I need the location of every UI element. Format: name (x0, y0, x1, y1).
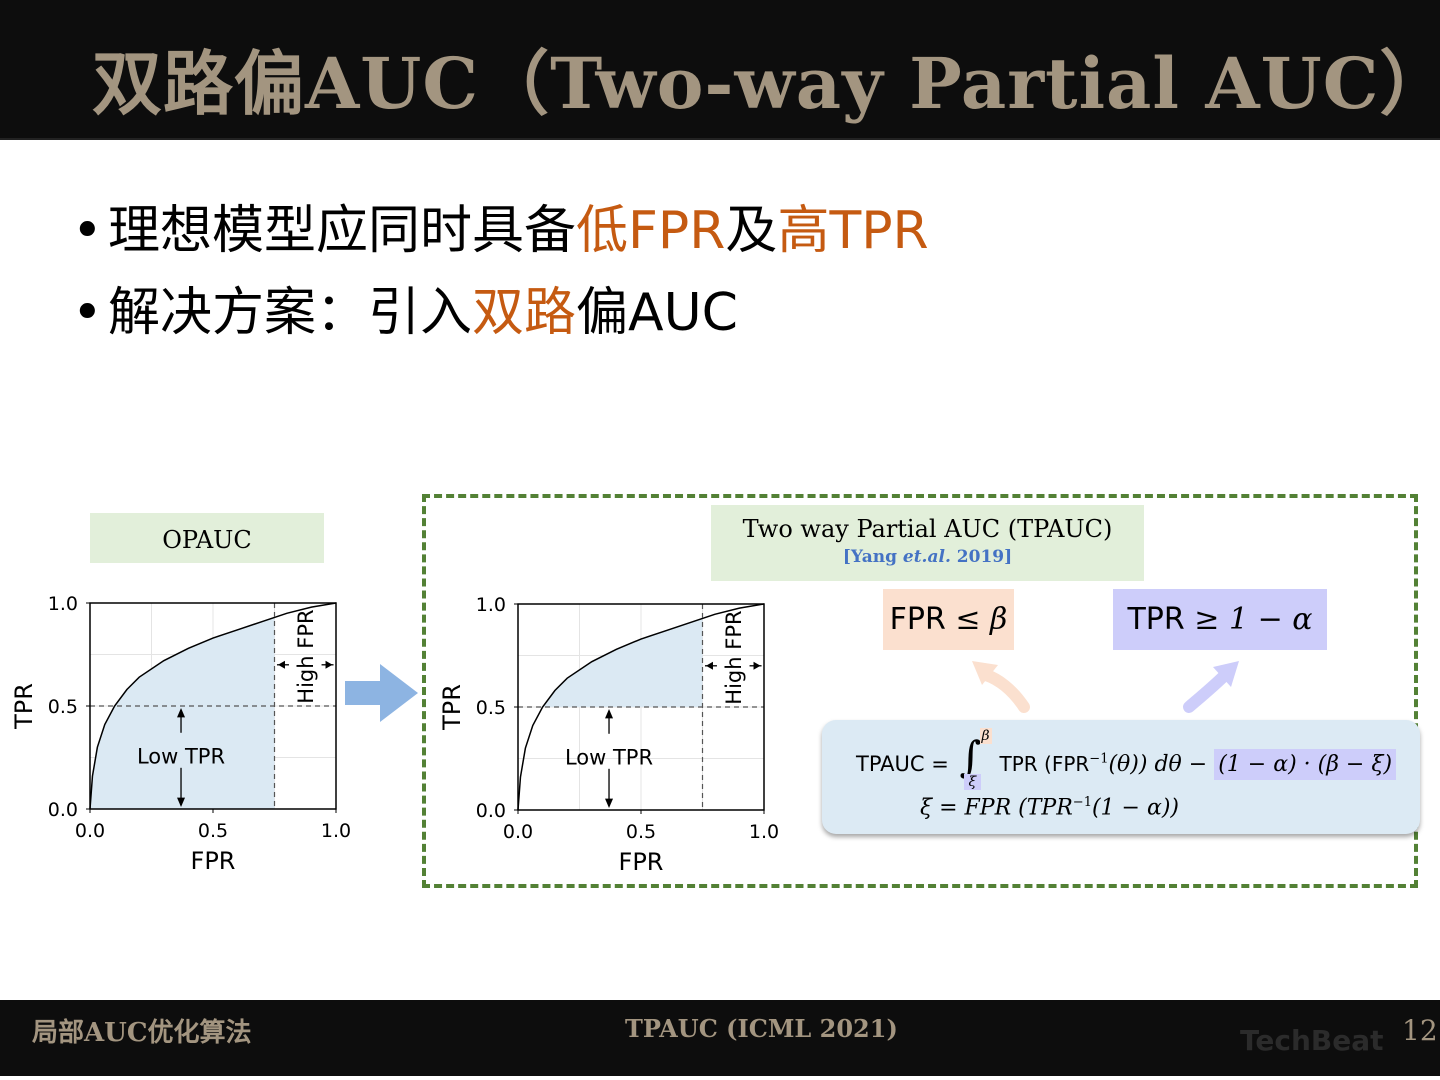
curved-arrow-icon (972, 661, 1030, 713)
high-fpr-arrow-head (705, 661, 713, 670)
roc-shaded-area (542, 618, 703, 707)
bullet-2: •解决方案：引入双路偏AUC (72, 270, 738, 345)
integral-upper: β (979, 728, 992, 744)
formula-inverse-2: −1 (1072, 795, 1092, 810)
low-tpr-arrow-head (177, 797, 186, 807)
low-tpr-label: Low TPR (137, 745, 225, 769)
page-number: 12 (1402, 1014, 1438, 1047)
fpr-condition-op: ≤ (945, 602, 991, 637)
bullet-dot: • (72, 201, 103, 261)
bullet-1-text-a: 理想模型应同时具备 (108, 201, 577, 261)
tpauc-label: Two way Partial AUC (TPAUC) [Yang et.al.… (711, 505, 1144, 581)
integral-sign: ∫β ξ (956, 728, 1000, 790)
tpr-condition-op: ≥ (1184, 602, 1229, 637)
formula-integrand: TPR (FPR (999, 752, 1090, 776)
tpauc-citation: [Yang et.al. 2019] (711, 547, 1144, 567)
bullet-2-text-b: 偏AUC (576, 283, 738, 343)
bullet-2-two-way: 双路 (472, 283, 577, 343)
fpr-condition-lhs: FPR (889, 602, 946, 637)
title-bar: 双路偏AUC（Two-way Partial AUC） (0, 0, 1440, 140)
x-tick-label: 0.0 (503, 821, 533, 843)
formula-xi-tail: (1 − α)) (1091, 795, 1179, 821)
y-axis-label: TPR (10, 683, 38, 730)
slide-title: 双路偏AUC（Two-way Partial AUC） (92, 42, 1440, 125)
techbeat-logo: TechBeat (1240, 1024, 1384, 1057)
bullet-1-text-b: 及 (725, 201, 778, 261)
bullet-1-high-tpr: 高TPR (777, 201, 929, 261)
y-tick-label: 0.0 (476, 800, 506, 822)
fpr-condition-rhs: β (990, 602, 1008, 637)
y-axis-label: TPR (438, 684, 466, 731)
bullet-2-text-a: 解决方案：引入 (108, 283, 473, 343)
footer-bar: 局部AUC优化算法 TPAUC (ICML 2021) TechBeat 12 (0, 1000, 1440, 1076)
high-fpr-arrow-head (277, 660, 285, 669)
y-tick-label: 1.0 (476, 594, 506, 616)
high-fpr-arrow-head (325, 660, 333, 669)
low-tpr-arrow-head (605, 798, 614, 808)
integral-lower: ξ (963, 774, 982, 790)
tpr-condition: TPR ≥ 1 − α (1113, 589, 1327, 650)
roc-curve (517, 603, 765, 811)
x-axis-label: FPR (619, 848, 664, 876)
y-tick-label: 0.5 (48, 696, 78, 718)
low-tpr-arrow-head (177, 708, 186, 718)
y-tick-label: 0.5 (476, 697, 506, 719)
x-tick-label: 0.0 (75, 820, 105, 842)
right-arrow-icon (345, 664, 418, 722)
low-tpr-label: Low TPR (565, 746, 653, 770)
integral-symbol: ∫ (959, 732, 982, 781)
tpauc-title: Two way Partial AUC (TPAUC) (742, 515, 1113, 543)
bullet-1-low-fpr: 低FPR (576, 201, 726, 261)
opauc-label: OPAUC (90, 513, 324, 563)
formula-line-1: TPAUC = ∫β ξ TPR (FPR−1(θ)) dθ − (1 − α) ·… (856, 728, 1397, 790)
tpauc-frame (422, 494, 1418, 888)
citation-suffix: 2019] (950, 547, 1013, 567)
y-tick-label: 1.0 (48, 593, 78, 615)
formula-xi: ξ = FPR (TPR (920, 795, 1073, 821)
formula-lhs: TPAUC = (856, 752, 956, 776)
tpr-condition-lhs: TPR (1127, 602, 1185, 637)
x-tick-label: 0.5 (626, 821, 656, 843)
high-fpr-arrow-head (753, 661, 761, 670)
tpr-condition-rhs: 1 − α (1228, 602, 1313, 637)
fpr-condition: FPR ≤ β (883, 589, 1014, 650)
low-tpr-arrow-head (605, 709, 614, 719)
x-tick-label: 1.0 (749, 821, 779, 843)
high-fpr-label: High FPR (294, 609, 318, 703)
curved-arrow-icon (1183, 661, 1239, 713)
footer-center-text: TPAUC (ICML 2021) (625, 1014, 898, 1043)
roc-curve (89, 602, 337, 810)
formula-inverse: −1 (1089, 751, 1109, 767)
citation-prefix: [Yang (842, 547, 903, 567)
high-fpr-label: High FPR (722, 610, 746, 704)
citation-etal: et.al. (902, 547, 951, 567)
bullet-1: •理想模型应同时具备低FPR及高TPR (72, 188, 929, 263)
bullet-dot: • (72, 283, 103, 343)
x-tick-label: 0.5 (198, 820, 228, 842)
formula-penalty: (1 − α) · (β − ξ) (1214, 749, 1397, 780)
y-tick-label: 0.0 (48, 799, 78, 821)
formula-theta: (θ)) dθ − (1108, 752, 1215, 777)
footer-left-text: 局部AUC优化算法 (32, 1018, 252, 1048)
x-axis-label: FPR (191, 847, 236, 875)
formula-line-2: ξ = FPR (TPR−1(1 − α)) (920, 795, 1179, 820)
x-tick-label: 1.0 (321, 820, 351, 842)
